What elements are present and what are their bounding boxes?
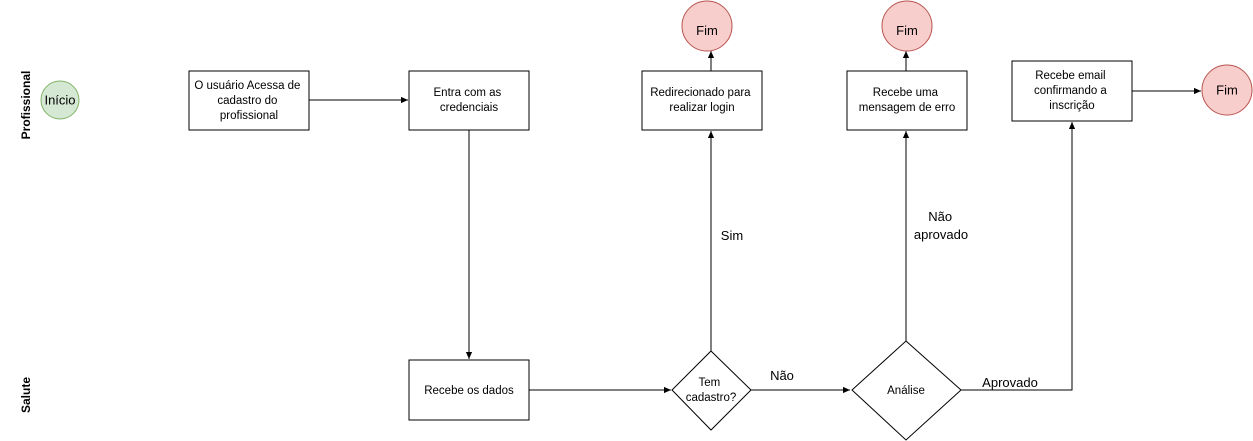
decision-analysis-label: Análise — [887, 385, 925, 397]
end-login-label: Fim — [696, 23, 718, 38]
end-node-login: Fim — [681, 0, 733, 52]
process-redirect: Redirecionado para realizar login — [641, 70, 763, 131]
process-email-confirmation-label: Recebe email confirmando a inscrição — [1034, 70, 1110, 112]
edge-label-nao: Não — [770, 368, 794, 383]
process-credentials: Entra com as credenciais — [408, 70, 530, 131]
edge-analysis-to-email — [961, 121, 1076, 391]
lane-label-profissional: Profissional — [19, 71, 33, 140]
process-access: O usuário Acessa de cadastro do profissi… — [188, 70, 310, 131]
process-credentials-label: Entra com as credenciais — [434, 87, 505, 114]
end-error-label: Fim — [896, 23, 918, 38]
start-node: Início — [40, 80, 80, 120]
end-node-email: Fim — [1201, 64, 1253, 116]
process-access-label: O usuário Acessa de cadastro do profissi… — [194, 80, 303, 122]
end-email-label: Fim — [1216, 83, 1238, 98]
process-error-message: Recebe uma mensagem de erro — [846, 70, 968, 131]
end-node-error: Fim — [881, 0, 933, 52]
process-receive-data: Recebe os dados — [408, 359, 530, 421]
process-receive-data-label: Recebe os dados — [424, 385, 514, 397]
process-error-message-label: Recebe uma mensagem de erro — [859, 87, 956, 114]
decision-has-account-label: Tem cadastro? — [686, 377, 737, 404]
decision-analysis: Análise — [851, 340, 962, 441]
lane-label-salute: Salute — [19, 377, 33, 413]
process-redirect-label: Redirecionado para realizar login — [650, 87, 754, 114]
start-label: Início — [44, 93, 75, 108]
decision-has-account: Tem cadastro? — [671, 350, 752, 431]
edge-label-nao-aprovado: Não aprovado — [914, 209, 968, 242]
process-email-confirmation: Recebe email confirmando a inscrição — [1011, 60, 1133, 122]
edge-label-sim: Sim — [721, 228, 743, 243]
edge-label-aprovado: Aprovado — [982, 375, 1038, 390]
